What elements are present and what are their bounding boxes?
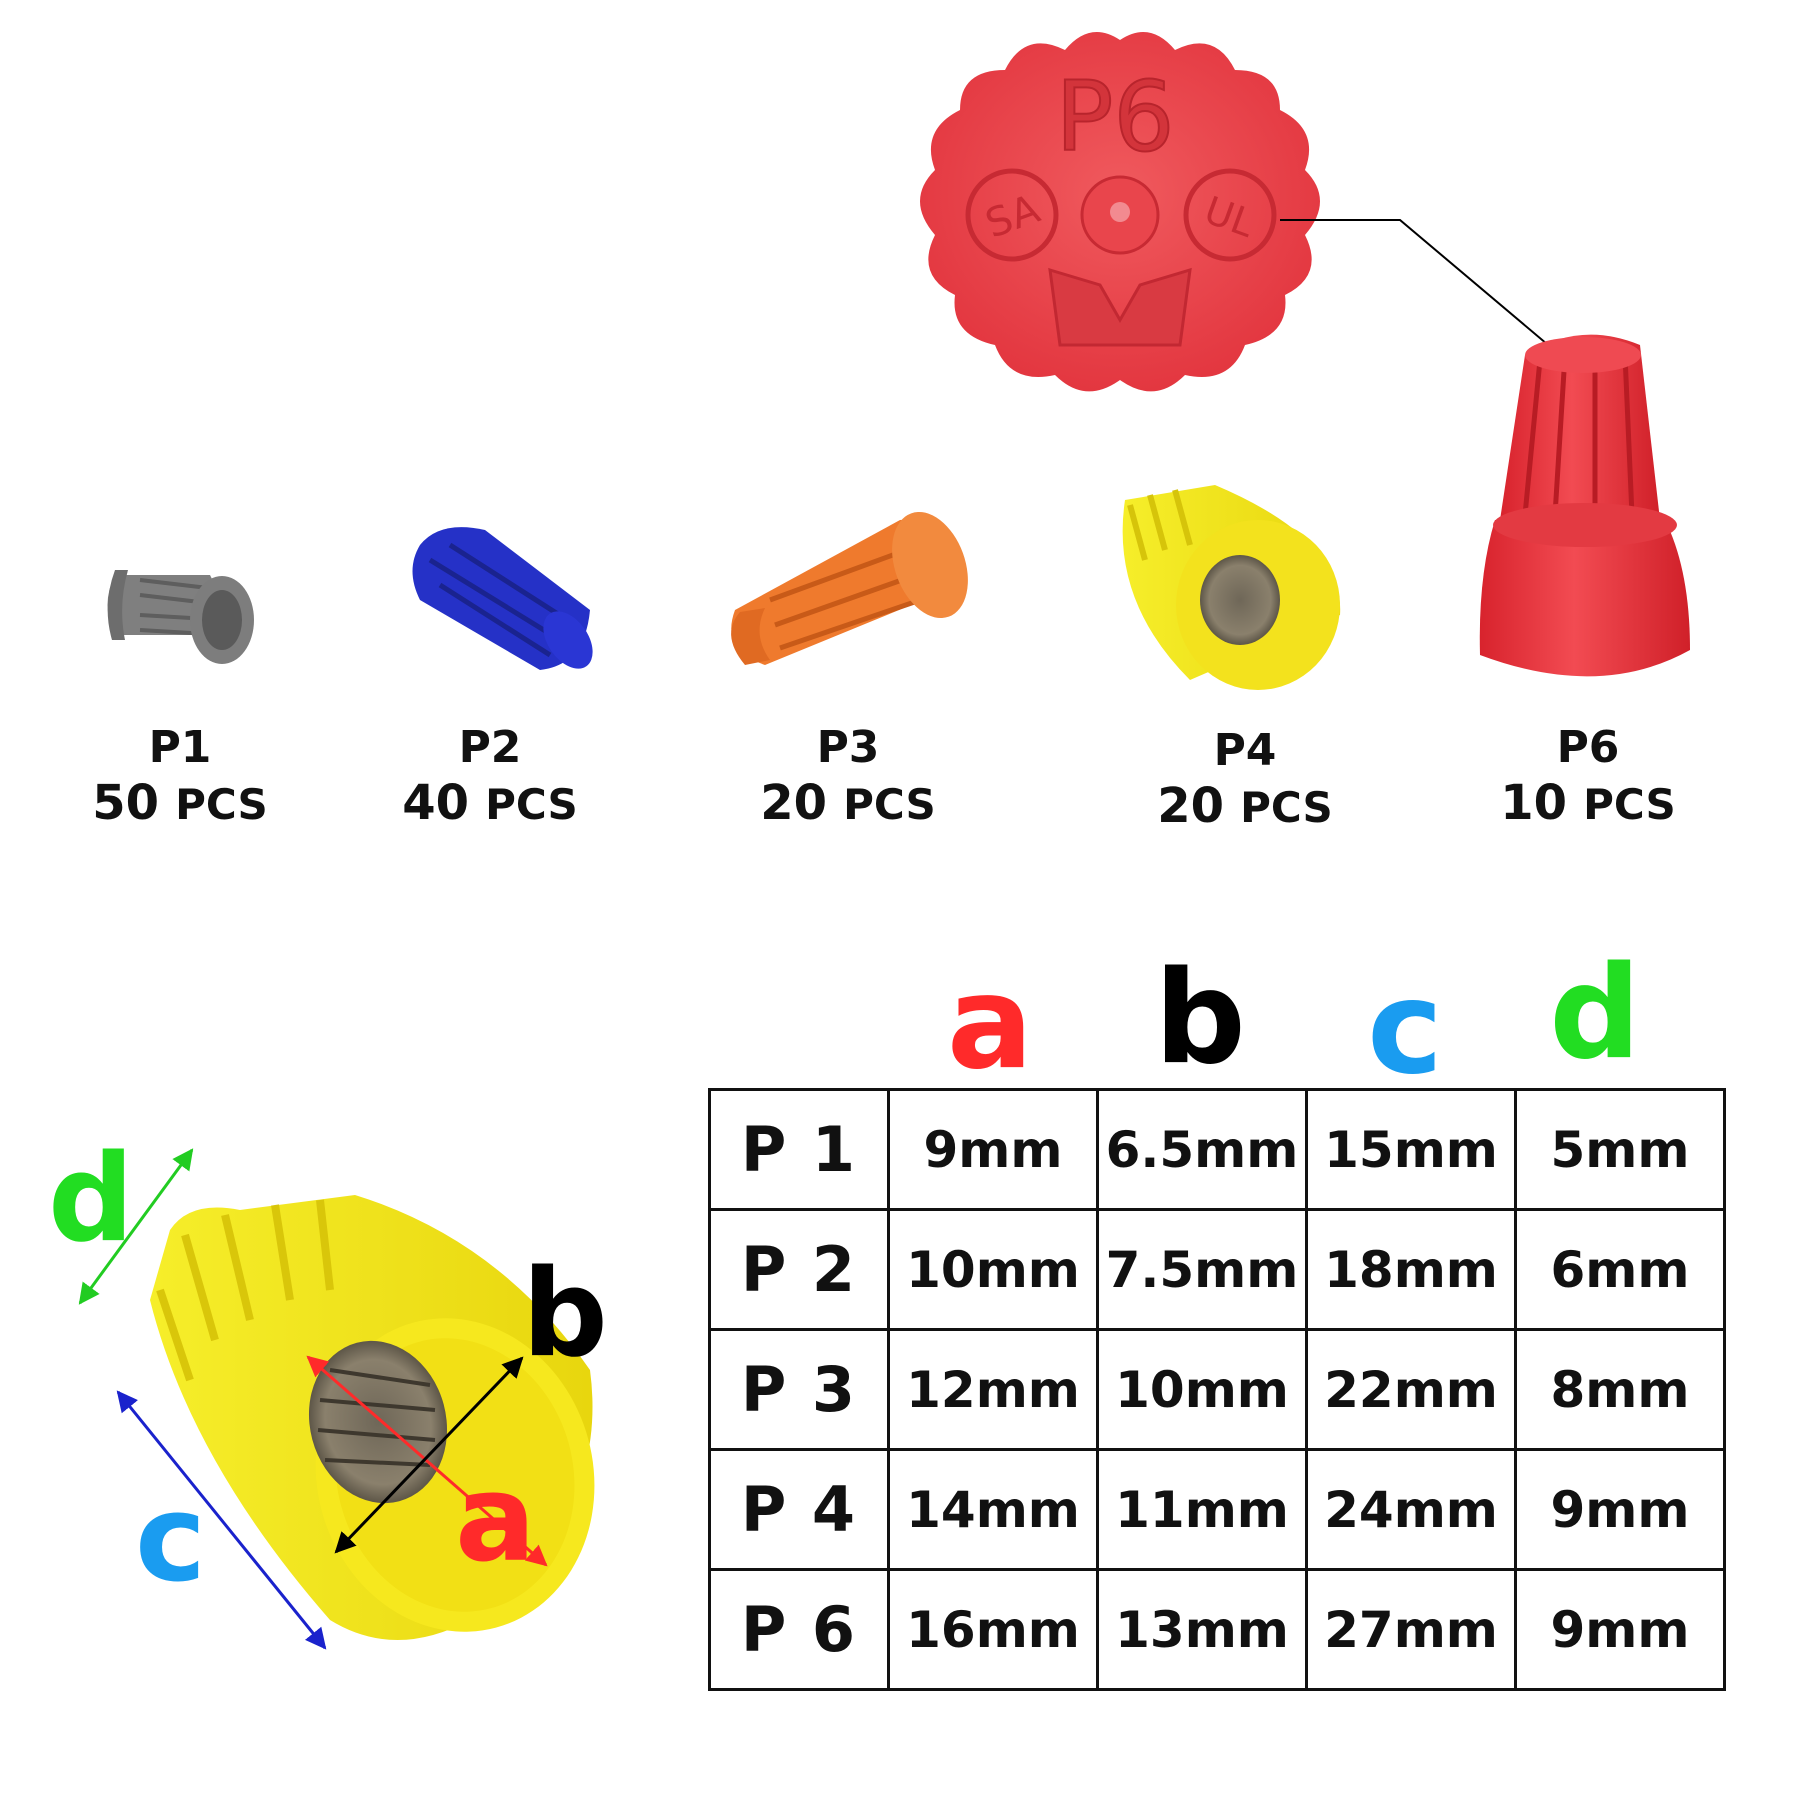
cell-d: 9mm: [1514, 1568, 1726, 1691]
cell-b: 6.5mm: [1096, 1088, 1308, 1211]
csa-mark-icon: [965, 168, 1059, 262]
ul-mark-icon: [1183, 168, 1277, 262]
quantity-number: 40: [402, 775, 470, 831]
dimension-c-arrow: [116, 1390, 327, 1650]
row-label: P 1: [708, 1088, 890, 1211]
dimension-diagram: [78, 1148, 595, 1650]
p2-connector: [412, 527, 593, 670]
table-row: P 3 12mm 10mm 22mm 8mm: [708, 1328, 1726, 1451]
quantity-number: 20: [1157, 778, 1225, 834]
product-label-p3: P3 20 PCS: [728, 722, 968, 834]
cell-a: 9mm: [887, 1088, 1099, 1211]
row-label: P 2: [708, 1208, 890, 1331]
quantity-unit: PCS: [843, 780, 936, 829]
diagram-label-a: a: [455, 1450, 536, 1589]
cell-a: 10mm: [887, 1208, 1099, 1331]
dimension-b-arrow: [334, 1356, 524, 1554]
cell-c: 22mm: [1305, 1328, 1517, 1451]
product-label-p1: P1 50 PCS: [60, 722, 300, 834]
table-row: P 2 10mm 7.5mm 18mm 6mm: [708, 1208, 1726, 1331]
cell-a: 16mm: [887, 1568, 1099, 1691]
table-row: P 4 14mm 11mm 24mm 9mm: [708, 1448, 1726, 1571]
cap-notch: [1048, 267, 1192, 347]
leader-arrow: [1280, 219, 1562, 356]
quantity-number: 20: [760, 775, 828, 831]
product-name: P6: [1556, 722, 1620, 773]
product-name: P3: [816, 722, 880, 773]
row-label: P 3: [708, 1328, 890, 1451]
product-label-p4: P4 20 PCS: [1125, 725, 1365, 837]
product-name: P4: [1213, 725, 1277, 776]
cell-b: 10mm: [1096, 1328, 1308, 1451]
column-header-c: c: [1367, 954, 1443, 1103]
product-quantity: 40 PCS: [370, 774, 610, 834]
table-row: P 6 16mm 13mm 27mm 9mm: [708, 1568, 1726, 1691]
p6-cap-closeup: SA UL P6: [920, 32, 1320, 392]
p3-connector: [731, 511, 968, 665]
column-header-a: a: [946, 949, 1034, 1098]
cell-d: 6mm: [1514, 1208, 1726, 1331]
table-row: P 1 9mm 6.5mm 15mm 5mm: [708, 1088, 1726, 1211]
p4-connector: [1122, 485, 1341, 690]
diagram-label-d: d: [48, 1130, 134, 1269]
product-quantity: 20 PCS: [1125, 777, 1365, 837]
cell-a: 14mm: [887, 1448, 1099, 1571]
column-header-d: d: [1549, 939, 1641, 1088]
cell-c: 15mm: [1305, 1088, 1517, 1211]
product-label-p2: P2 40 PCS: [370, 722, 610, 834]
cell-d: 5mm: [1514, 1088, 1726, 1211]
quantity-number: 10: [1500, 775, 1568, 831]
quantity-unit: PCS: [485, 780, 578, 829]
product-label-p6: P6 10 PCS: [1468, 722, 1708, 834]
row-label: P 4: [708, 1448, 890, 1571]
quantity-number: 50: [92, 775, 160, 831]
cell-c: 27mm: [1305, 1568, 1517, 1691]
product-quantity: 10 PCS: [1468, 774, 1708, 834]
product-quantity: 50 PCS: [60, 774, 300, 834]
cell-b: 13mm: [1096, 1568, 1308, 1691]
cell-d: 9mm: [1514, 1448, 1726, 1571]
quantity-unit: PCS: [175, 780, 268, 829]
cell-c: 24mm: [1305, 1448, 1517, 1571]
p6-connector: [1479, 334, 1690, 677]
product-name: P1: [148, 722, 212, 773]
diagram-label-b: b: [522, 1245, 608, 1384]
column-header-b: b: [1154, 944, 1246, 1093]
cell-c: 18mm: [1305, 1208, 1517, 1331]
p1-connector: [107, 570, 254, 664]
quantity-unit: PCS: [1583, 780, 1676, 829]
cell-a: 12mm: [887, 1328, 1099, 1451]
dimension-d-arrow: [78, 1148, 194, 1305]
quantity-unit: PCS: [1240, 783, 1333, 832]
cap-center-dot: [1110, 202, 1130, 222]
dimension-spec-table: P 1 9mm 6.5mm 15mm 5mm P 2 10mm 7.5mm 18…: [708, 1088, 1726, 1691]
diagram-label-c: c: [135, 1470, 207, 1609]
row-label: P 6: [708, 1568, 890, 1691]
cell-b: 7.5mm: [1096, 1208, 1308, 1331]
product-name: P2: [458, 722, 522, 773]
cell-d: 8mm: [1514, 1328, 1726, 1451]
product-quantity: 20 PCS: [728, 774, 968, 834]
cell-b: 11mm: [1096, 1448, 1308, 1571]
cap-label-text: P6: [1056, 61, 1175, 173]
